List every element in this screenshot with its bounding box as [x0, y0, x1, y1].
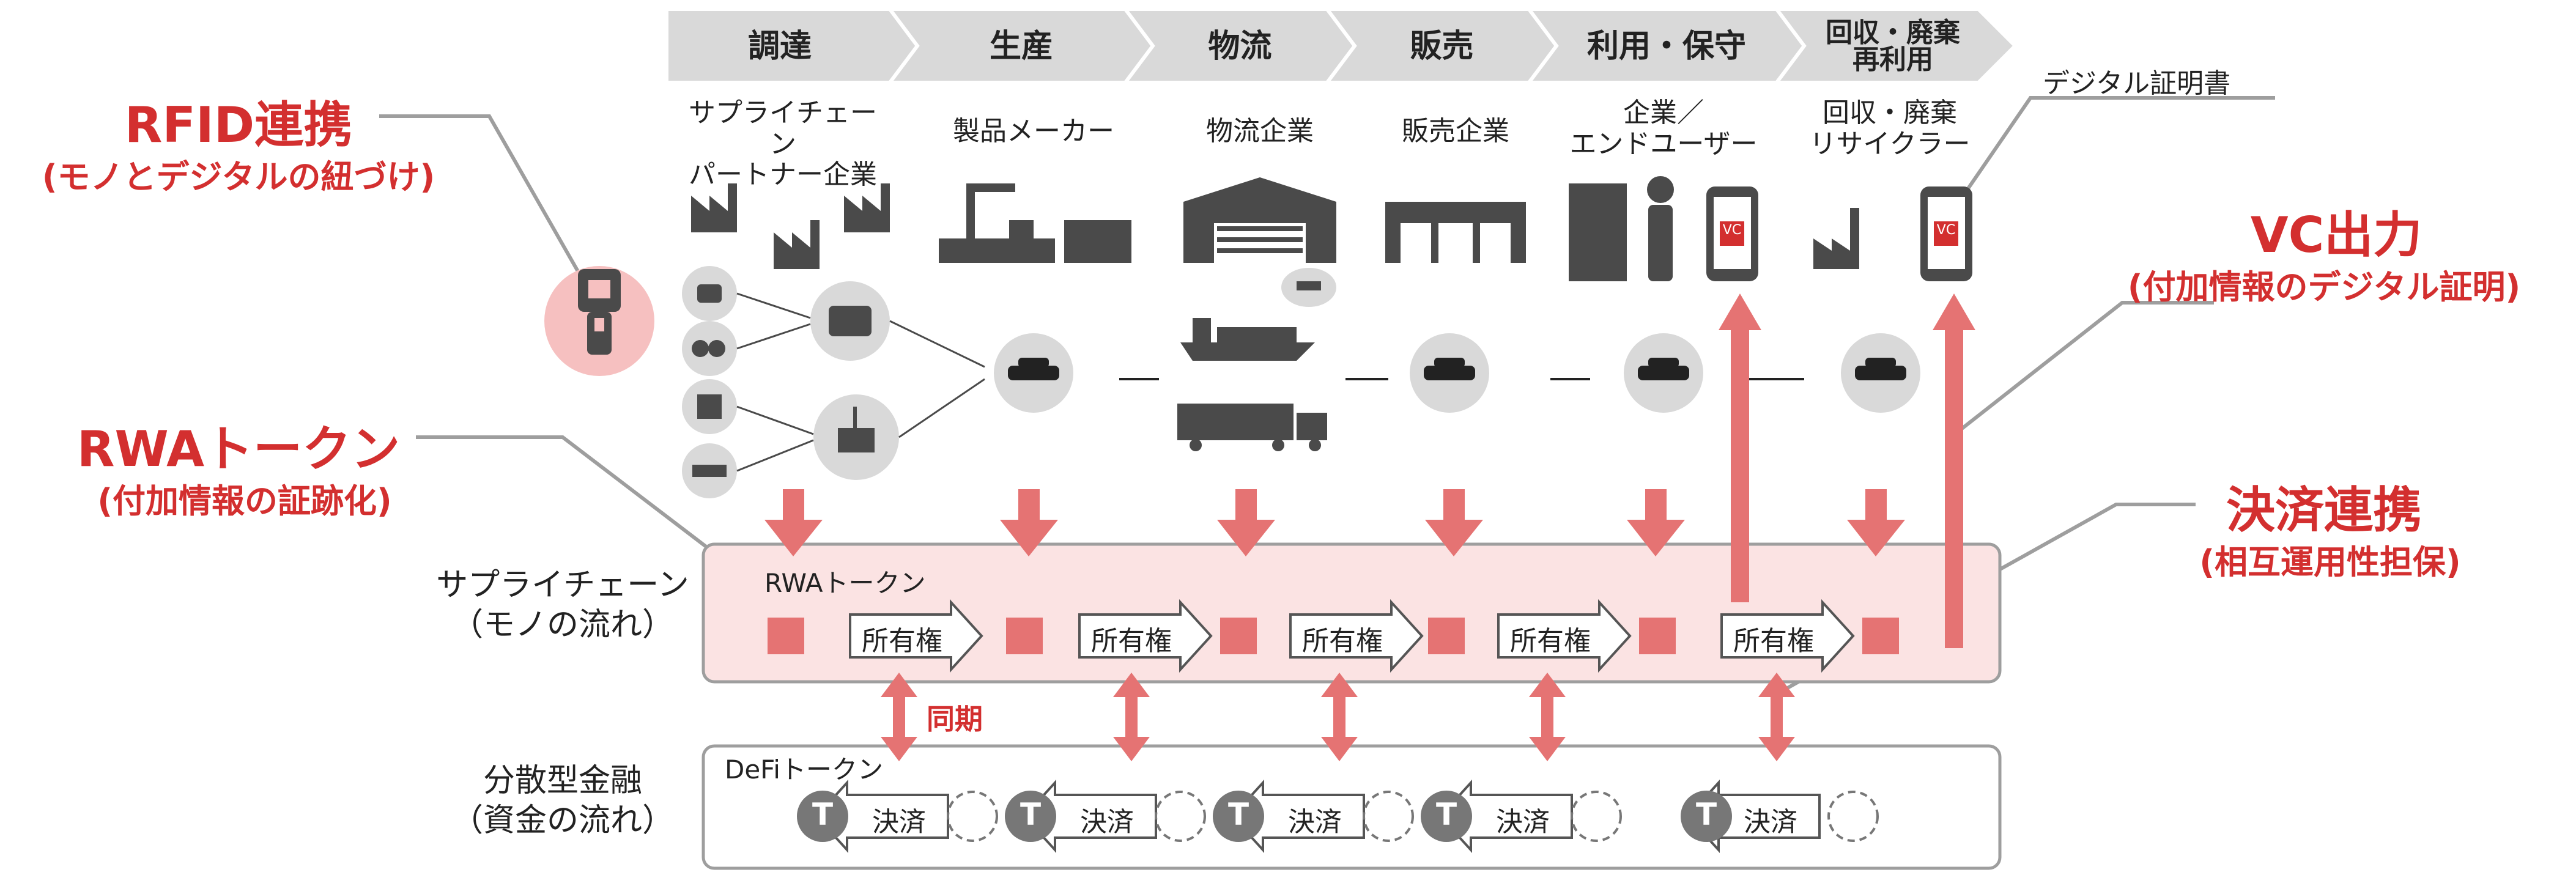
settlement-callout-title: 決済連携 [2226, 482, 2422, 539]
ownership-arrows [849, 599, 1855, 673]
stage-banner [665, 7, 2018, 84]
actor-manufacturer: 製品メーカー [953, 116, 1114, 147]
vc-up-arrows [1719, 294, 1975, 648]
defi-token-letter-4: T [1435, 797, 1457, 832]
vc-badge-user: VC [1722, 223, 1742, 238]
settle-label-3: 決済 [1288, 807, 1342, 838]
recycler-icons [1813, 186, 1972, 281]
logistics-icons [1177, 268, 1336, 451]
actor-sales: 販売企業 [1402, 116, 1509, 147]
stage-label-procurement: 調達 [747, 28, 812, 65]
parts-glyphs [692, 284, 875, 477]
digital-cert-label: デジタル証明書 [2043, 68, 2231, 99]
actor-logistics: 物流企業 [1206, 116, 1314, 147]
store-icon [1385, 202, 1526, 263]
settle-label-5: 決済 [1744, 807, 1797, 838]
product-car-icons [994, 333, 1920, 413]
defi-token-letter-3: T [1227, 797, 1249, 832]
rfid-connector [379, 114, 589, 289]
ownership-label-5: 所有権 [1733, 626, 1814, 657]
sync-arrows [881, 673, 1795, 761]
ownership-label-1: 所有権 [862, 626, 942, 657]
stage-label-production: 生産 [989, 28, 1053, 65]
rfid-reader-icon [544, 266, 654, 376]
factory-robot-icon [939, 183, 1131, 263]
ownership-label-2: 所有権 [1091, 626, 1172, 657]
settlement-callout-sub: (相互運用性担保) [2199, 543, 2461, 581]
sync-label: 同期 [927, 703, 983, 736]
rwa-token-label: RWAトークン [764, 568, 926, 598]
vc-callout-sub: (付加情報のデジタル証明) [2127, 268, 2521, 306]
actor-enterprise-user: 企業／ エンドユーザー [1569, 97, 1758, 160]
enterprise-user-icons [1569, 176, 1758, 281]
defi-token-letter-5: T [1695, 797, 1717, 832]
rwa-token-cubes [768, 618, 1899, 654]
defi-lane-label: 分散型金融 （資金の流れ） [451, 762, 674, 839]
stage-chevron-6 [1773, 7, 2018, 84]
actor-recycler: 回収・廃棄 リサイクラー [1809, 97, 1971, 160]
factory-icons [691, 183, 890, 269]
supply-lane-label: サプライチェーン （モノの流れ） [436, 567, 689, 643]
vc-connector [1950, 301, 2214, 439]
stage-label-sales: 販売 [1410, 28, 1474, 65]
stage-label-logistics: 物流 [1208, 28, 1272, 65]
stage-label-recovery: 回収・廃棄 再利用 [1826, 17, 1960, 75]
ownership-label-3: 所有権 [1302, 626, 1383, 657]
vc-badge-recycler: VC [1936, 223, 1956, 238]
digital-cert-connector [1961, 96, 2275, 197]
warehouse-icon [1183, 177, 1336, 263]
settle-label-4: 決済 [1496, 807, 1550, 838]
actor-supply-partner: サプライチェーン パートナー企業 [689, 97, 877, 191]
settle-label-1: 決済 [872, 807, 926, 838]
vc-callout-title: VC出力 [2250, 207, 2422, 264]
defi-token-circles [797, 791, 1732, 842]
defi-token-letter-1: T [812, 797, 834, 832]
defi-empty-slots [947, 791, 1879, 842]
token-down-arrows [764, 489, 1905, 556]
rwa-callout-sub: (付加情報の証跡化) [97, 482, 392, 520]
rwa-callout-title: RWAトークン [76, 421, 401, 478]
rfid-callout-title: RFID連携 [124, 97, 353, 153]
defi-token-letter-2: T [1020, 797, 1042, 832]
defi-token-label: DeFiトークン [725, 755, 883, 785]
stage-label-use-maintenance: 利用・保守 [1586, 28, 1746, 65]
rfid-callout-sub: (モノとデジタルの紐づけ) [42, 158, 435, 196]
ownership-label-4: 所有権 [1510, 626, 1591, 657]
parts-connect-lines [736, 292, 985, 472]
settle-label-2: 決済 [1080, 807, 1134, 838]
